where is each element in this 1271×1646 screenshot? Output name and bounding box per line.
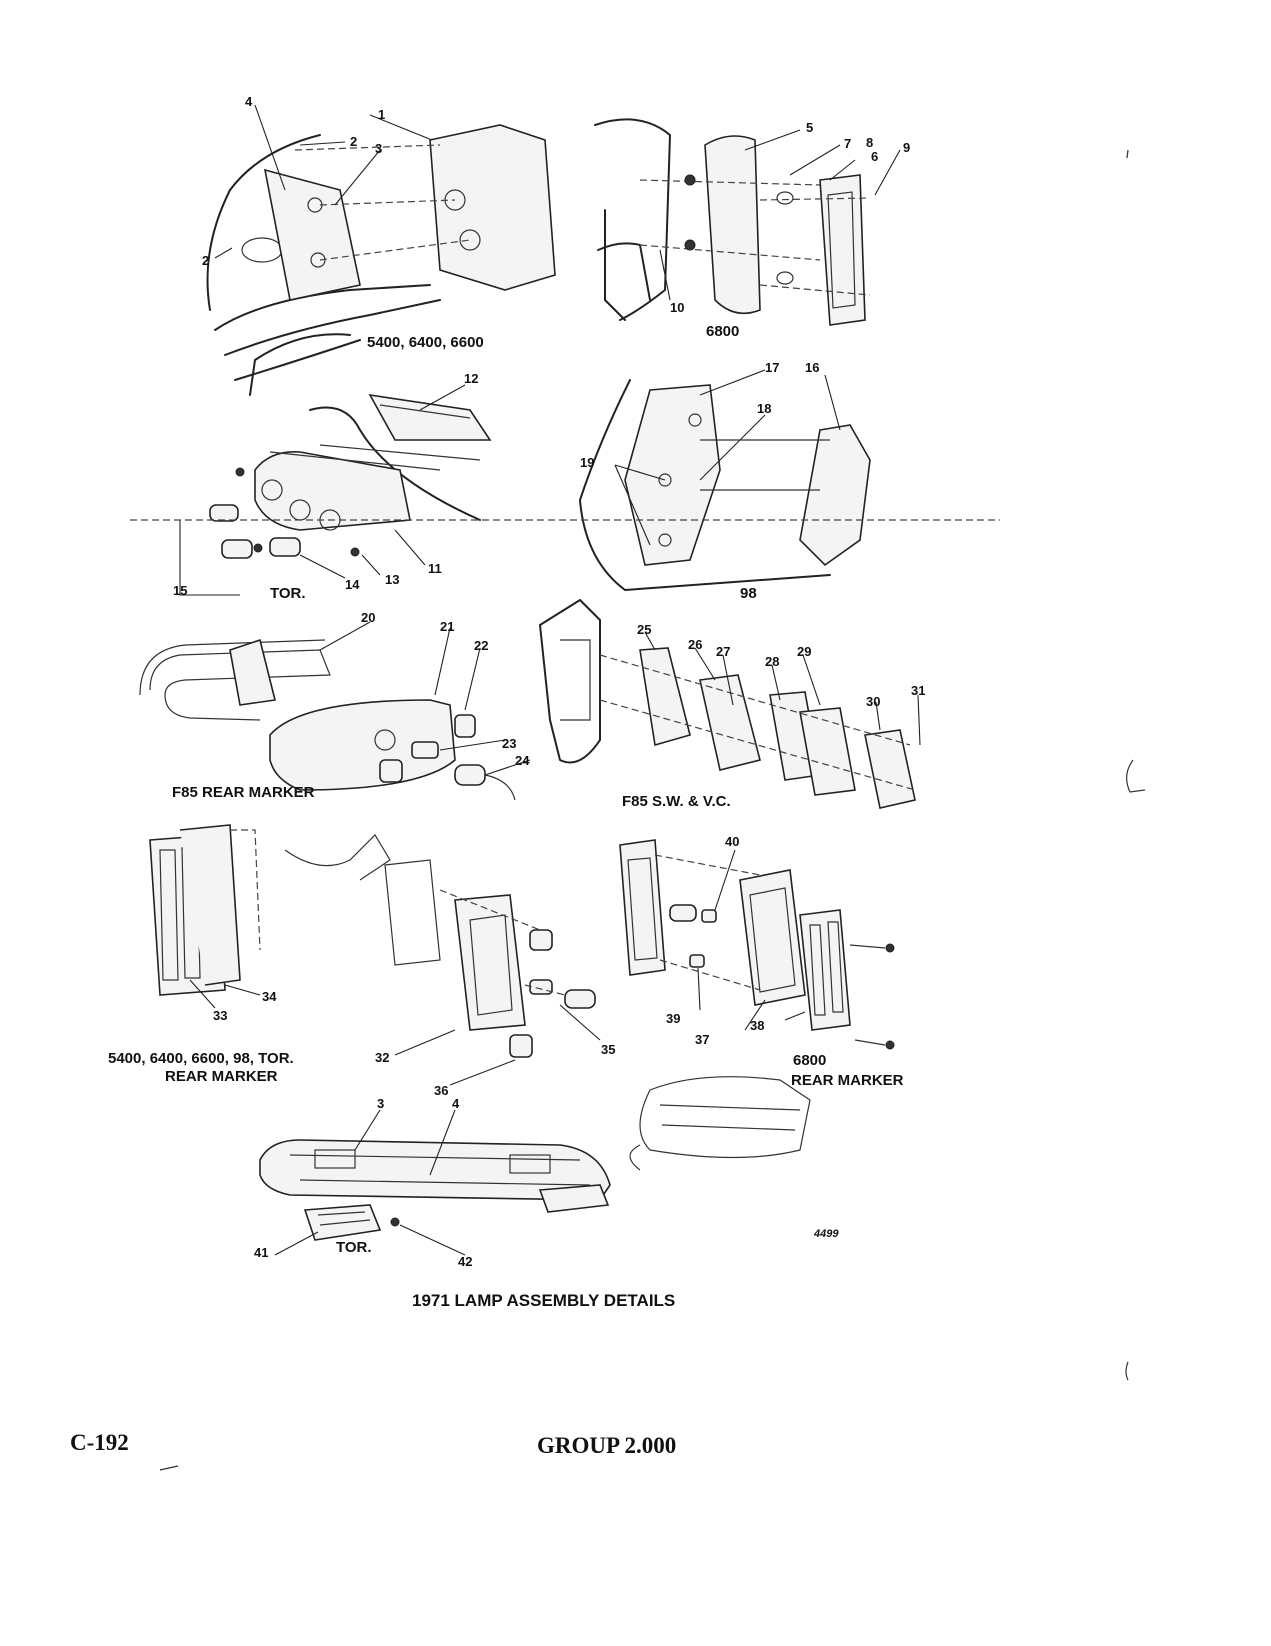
callout-25: 25 [637, 622, 651, 637]
callout-5: 5 [806, 120, 813, 135]
caption-tor-bottom: TOR. [336, 1239, 372, 1256]
callout-3-bottom: 3 [377, 1096, 384, 1111]
caption-6800: 6800 [706, 323, 739, 340]
caption-rear-marker-left-line1: 5400, 6400, 6600, 98, TOR. [108, 1050, 294, 1067]
callout-4-bottom: 4 [452, 1096, 460, 1111]
callout-33: 33 [213, 1008, 227, 1023]
figure-title: 1971 LAMP ASSEMBLY DETAILS [412, 1291, 675, 1310]
callout-39: 39 [666, 1011, 680, 1026]
panel-tor-bottom [259, 1076, 811, 1256]
callout-21: 21 [440, 619, 454, 634]
callout-36: 36 [434, 1083, 448, 1098]
callout-20: 20 [361, 610, 375, 625]
callout-27: 27 [716, 644, 730, 659]
callout-41: 41 [254, 1245, 268, 1260]
callout-37: 37 [695, 1032, 709, 1047]
page-code: C-192 [70, 1430, 129, 1455]
callout-28: 28 [765, 654, 779, 669]
caption-f85-sw-vc: F85 S.W. & V.C. [622, 793, 731, 810]
callout-16: 16 [805, 360, 819, 375]
callout-17: 17 [765, 360, 779, 375]
callout-22: 22 [474, 638, 488, 653]
callout-42: 42 [458, 1254, 472, 1269]
callout-26: 26 [688, 637, 702, 652]
panel-rear-marker-left [149, 824, 601, 1086]
callout-4: 4 [245, 94, 253, 109]
callout-2: 2 [350, 134, 357, 149]
callout-38: 38 [750, 1018, 764, 1033]
caption-98: 98 [740, 585, 757, 602]
callout-13: 13 [385, 572, 399, 587]
panel-f85-rear-marker [139, 621, 531, 801]
callout-29: 29 [797, 644, 811, 659]
callout-9: 9 [903, 140, 910, 155]
callout-8: 8 [866, 135, 873, 150]
callout-18: 18 [757, 401, 771, 416]
caption-f85-rear-marker: F85 REAR MARKER [172, 784, 315, 801]
panel-rear-marker-6800 [619, 839, 895, 1050]
panel-tor-top [179, 384, 492, 596]
socket-group [209, 467, 360, 559]
caption-rear-marker-6800-line1: 6800 [793, 1052, 826, 1069]
callout-19: 19 [580, 455, 594, 470]
callout-11: 11 [428, 561, 442, 576]
callout-32: 32 [375, 1050, 389, 1065]
callout-1: 1 [378, 107, 385, 122]
callout-34: 34 [262, 989, 277, 1004]
callout-31: 31 [911, 683, 925, 698]
caption-rear-marker-6800-line2: REAR MARKER [791, 1072, 904, 1089]
callout-15: 15 [173, 583, 187, 598]
callout-30: 30 [866, 694, 880, 709]
callout-2: 2 [202, 253, 209, 268]
callout-10: 10 [670, 300, 684, 315]
callout-14: 14 [345, 577, 360, 592]
callout-40: 40 [725, 834, 739, 849]
caption-5400-6400-6600: 5400, 6400, 6600 [367, 334, 484, 351]
callout-6: 6 [871, 149, 878, 164]
callout-23: 23 [502, 736, 516, 751]
callout-numbers: 1 2 2 3 4 5 6 7 8 9 10 11 12 13 14 15 16… [173, 94, 925, 1269]
group-label: GROUP 2.000 [537, 1433, 676, 1458]
callout-35: 35 [601, 1042, 615, 1057]
callout-7: 7 [844, 136, 851, 151]
callout-12: 12 [464, 371, 478, 386]
figure-number: 4499 [813, 1228, 839, 1240]
panel-f85-sw-vc [539, 599, 921, 809]
caption-rear-marker-left-line2: REAR MARKER [165, 1068, 278, 1085]
panel-98 [579, 369, 871, 591]
panel-5400-6400-6600 [206, 104, 556, 396]
callout-24: 24 [515, 753, 530, 768]
caption-tor: TOR. [270, 585, 306, 602]
panel-6800 [594, 118, 901, 326]
callout-3: 3 [375, 141, 382, 156]
scan-marks [159, 149, 1146, 1471]
